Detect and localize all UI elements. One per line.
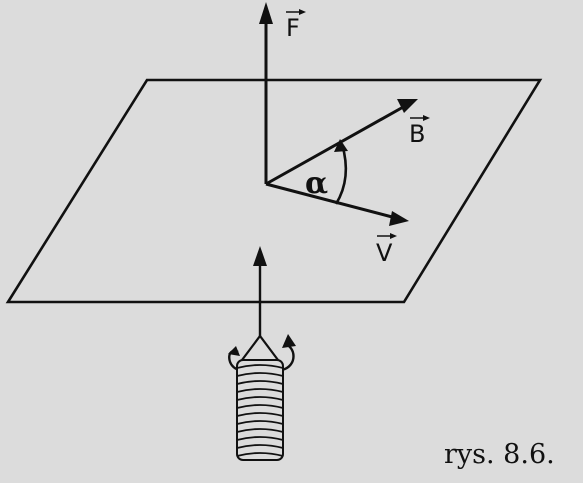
velocity-arrowhead [389, 211, 409, 226]
screw-axis-arrowhead [253, 246, 267, 266]
magnetic-field-label: B [409, 120, 425, 148]
magnetic-field-arrowhead [397, 99, 418, 113]
plane [5, 78, 543, 304]
label-B: B [409, 115, 430, 148]
angle-arc-arrowhead [334, 139, 348, 152]
force-arrowhead [259, 2, 273, 24]
velocity-vector-arrow [265, 182, 397, 220]
magnetic-field-vector-arrow [265, 104, 406, 186]
label-F: F [286, 9, 306, 42]
label-V: V [376, 233, 397, 267]
figure-caption: rys. 8.6. [444, 439, 555, 470]
angle-label: α [305, 166, 328, 201]
force-label: F [286, 14, 300, 42]
screw-icon [228, 334, 296, 461]
velocity-label: V [376, 239, 393, 267]
angle-arc [334, 143, 348, 205]
